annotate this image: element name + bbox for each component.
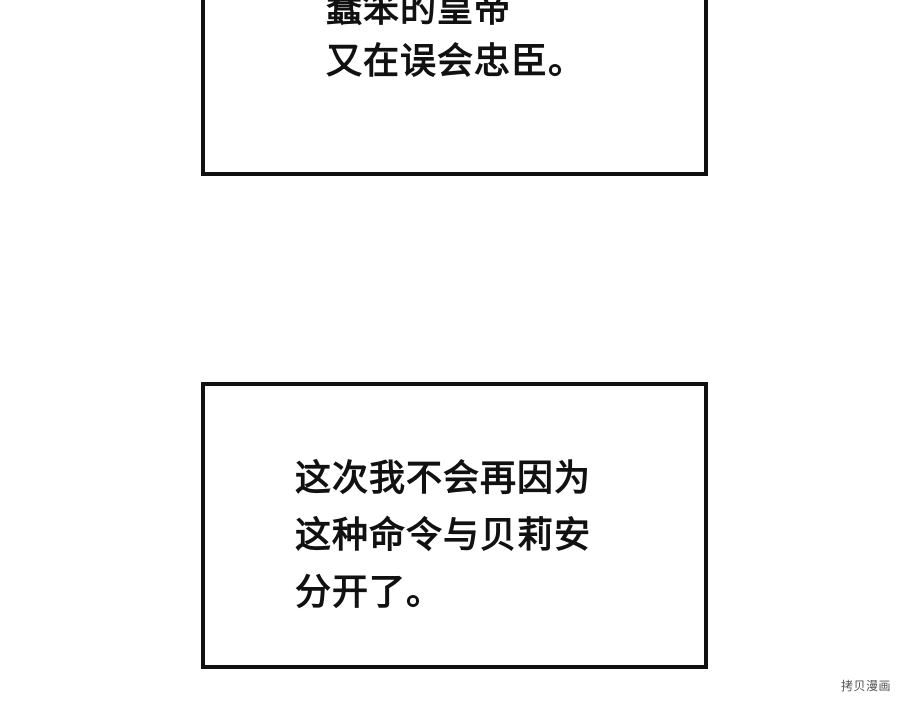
caption-box-top: 蠢笨的皇帝 又在误会忠臣。 <box>201 0 708 176</box>
caption-line: 这种命令与贝莉安 <box>295 515 592 556</box>
caption-line: 分开了。 <box>295 572 444 613</box>
caption-line: 这次我不会再因为 <box>295 458 592 499</box>
caption-line: 蠢笨的皇帝 <box>326 0 512 30</box>
caption-box-bottom: 这次我不会再因为 这种命令与贝莉安 分开了。 <box>201 382 708 669</box>
caption-line: 又在误会忠臣。 <box>326 41 586 82</box>
watermark: 拷贝漫画 <box>840 679 891 693</box>
